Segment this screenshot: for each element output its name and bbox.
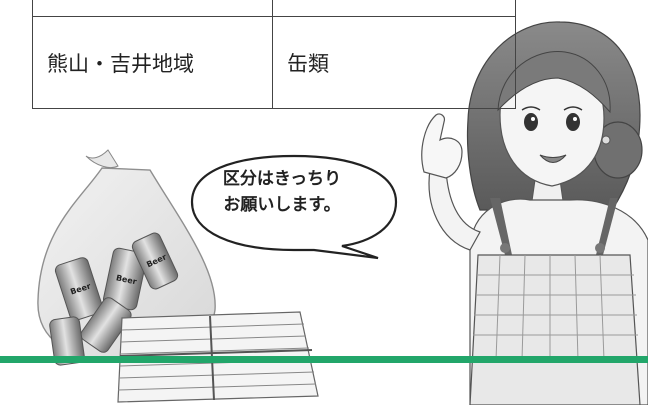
speech-bubble-text: 区分はきっちり お願いします。 [182, 166, 382, 218]
area-cell: 熊山・吉井地域 [32, 16, 273, 109]
floor-line [0, 356, 648, 363]
can-label: Beer [115, 273, 137, 286]
bubble-line-2: お願いします。 [223, 195, 341, 215]
woman-figure [421, 21, 648, 405]
speech-bubble [190, 154, 398, 260]
table-cell [272, 0, 516, 17]
can-bag-illustration: Beer Beer Beer [37, 149, 216, 366]
table-cell [32, 0, 273, 17]
item-cell: 缶類 [272, 16, 516, 109]
table-row: 熊山・吉井地域 缶類 [32, 16, 516, 109]
collection-table: 熊山・吉井地域 缶類 [32, 0, 516, 109]
table-row [32, 0, 516, 17]
bubble-line-1: 区分はきっちり [222, 169, 342, 189]
